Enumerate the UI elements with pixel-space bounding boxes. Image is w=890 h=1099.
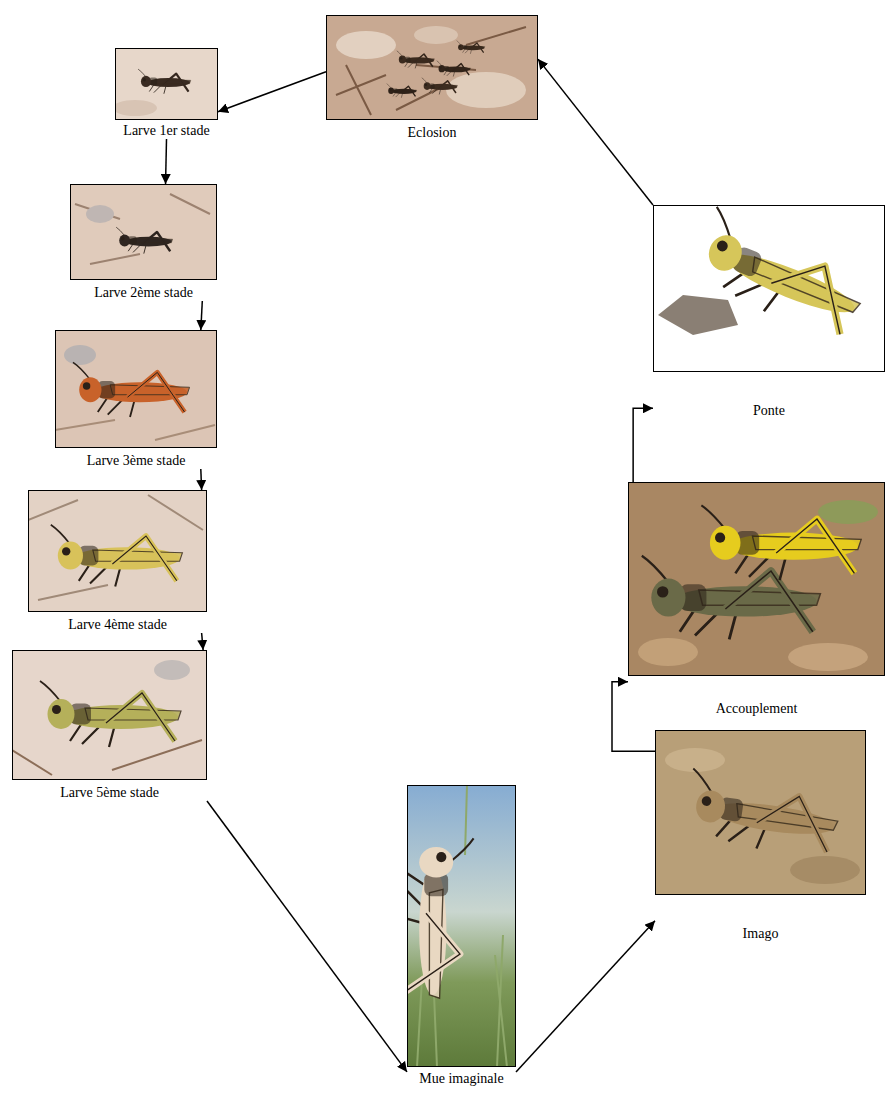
hopper bbox=[397, 51, 435, 69]
photo-node: Larve 4ème stade bbox=[28, 490, 207, 633]
cycle-arrow bbox=[612, 682, 655, 751]
laying-photo bbox=[653, 205, 885, 372]
photo-frame bbox=[70, 184, 217, 280]
male-locust bbox=[701, 505, 861, 580]
photo-frame bbox=[115, 48, 218, 120]
photo-node: Larve 2ème stade bbox=[70, 184, 217, 301]
stage-caption: Accouplement bbox=[628, 700, 885, 717]
photo-node: Ponte bbox=[653, 205, 885, 419]
cycle-arrow bbox=[201, 301, 203, 330]
larva-photo bbox=[113, 48, 218, 120]
photo-node: Larve 3ème stade bbox=[55, 330, 217, 469]
stage-caption: Mue imaginale bbox=[407, 1070, 516, 1087]
photo-node: Accouplement bbox=[628, 482, 885, 717]
hopper bbox=[73, 362, 190, 417]
stage-caption: Larve 3ème stade bbox=[55, 452, 217, 469]
cycle-arrow bbox=[218, 72, 326, 112]
cycle-arrow bbox=[516, 921, 655, 1072]
photo-node: Imago bbox=[655, 730, 866, 942]
stage-caption: Larve 4ème stade bbox=[28, 616, 207, 633]
cycle-arrow bbox=[633, 408, 653, 482]
hopper bbox=[437, 61, 471, 77]
hopper bbox=[422, 78, 458, 95]
photo-node: Eclosion bbox=[326, 15, 538, 141]
larva-photo bbox=[28, 490, 207, 612]
sand-ground bbox=[70, 184, 217, 280]
adult-locust bbox=[684, 769, 843, 860]
photo-node: Larve 1er stade bbox=[115, 48, 218, 139]
hopper bbox=[40, 681, 181, 747]
cycle-arrow bbox=[207, 801, 407, 1072]
moulting-locust bbox=[399, 838, 474, 998]
photo-frame bbox=[653, 205, 885, 372]
photo-frame bbox=[628, 482, 885, 676]
cycle-arrow bbox=[538, 59, 653, 205]
stage-caption: Eclosion bbox=[326, 124, 538, 141]
larva-photo bbox=[70, 184, 217, 280]
white-ground bbox=[653, 205, 885, 372]
cycle-arrow bbox=[202, 633, 203, 650]
cycle-arrow bbox=[200, 469, 202, 490]
photo-frame bbox=[55, 330, 217, 448]
hopper bbox=[138, 69, 191, 94]
photo-node: Mue imaginale bbox=[407, 785, 516, 1087]
soil-ground bbox=[628, 482, 885, 676]
moult-photo bbox=[399, 785, 516, 1067]
hopper bbox=[457, 41, 485, 54]
sand-ground bbox=[12, 650, 207, 780]
sand-ground bbox=[28, 490, 207, 612]
stage-caption: Larve 2ème stade bbox=[70, 284, 217, 301]
photo-frame bbox=[28, 490, 207, 612]
stage-caption: Larve 1er stade bbox=[115, 122, 218, 139]
larva-photo bbox=[55, 330, 217, 448]
photo-frame bbox=[326, 15, 538, 120]
hopper bbox=[51, 525, 183, 587]
larva-photo bbox=[12, 650, 207, 780]
rock bbox=[658, 295, 738, 335]
photo-frame bbox=[12, 650, 207, 780]
photo-frame bbox=[407, 785, 516, 1067]
photo-node: Larve 5ème stade bbox=[12, 650, 207, 801]
hopper bbox=[387, 84, 417, 98]
adult-photo bbox=[655, 730, 866, 895]
sand-ground bbox=[55, 330, 217, 448]
female-locust bbox=[642, 556, 821, 640]
stage-caption: Larve 5ème stade bbox=[12, 784, 207, 801]
stage-caption: Ponte bbox=[653, 402, 885, 419]
mating-photo bbox=[628, 482, 885, 676]
stage-caption: Imago bbox=[655, 925, 866, 942]
sand-ground bbox=[326, 15, 538, 120]
hopper bbox=[116, 227, 172, 253]
sand-ground bbox=[655, 730, 866, 895]
laying-locust bbox=[687, 207, 874, 344]
hatching-photo bbox=[326, 15, 538, 120]
photo-frame bbox=[655, 730, 866, 895]
cycle-arrow bbox=[165, 139, 167, 184]
